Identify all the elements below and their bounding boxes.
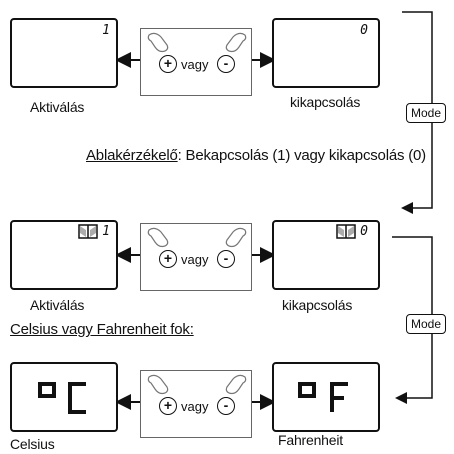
plus-button-icon: + <box>159 397 177 415</box>
lcd-panel-fahrenheit <box>272 362 380 432</box>
plus-button-icon: + <box>159 250 177 268</box>
lcd-digit-0-window: 0 <box>360 224 368 239</box>
lcd-panel-activate-1: 1 <box>10 18 118 88</box>
lcd-panel-deactivate-2: 0 <box>272 220 380 290</box>
lcd-digit-1-window: 1 <box>102 224 110 239</box>
lcd-panel-activate-2: 1 <box>10 220 118 290</box>
fahrenheit-symbol-icon <box>298 382 348 412</box>
section-heading-window-sensor: Ablakérzékelő: Bekapcsolás (1) vagy kika… <box>86 147 426 164</box>
celsius-symbol-icon <box>38 382 86 414</box>
window-icon <box>336 224 356 239</box>
hint-box-2: + vagy - <box>140 223 252 291</box>
mode-button-2[interactable]: Mode <box>406 314 447 334</box>
minus-button-icon: - <box>217 55 235 73</box>
window-sensor-heading: Ablakérzékelő <box>86 147 178 164</box>
hand-pointing-icon <box>147 32 247 53</box>
hand-pointing-icon <box>147 227 247 248</box>
or-text: vagy <box>181 399 209 414</box>
lcd-digit-0: 0 <box>360 23 368 38</box>
lcd-digit-1: 1 <box>102 23 110 38</box>
caption-fahrenheit: Fahrenheit <box>278 432 343 448</box>
or-text: vagy <box>181 252 209 267</box>
caption-celsius: Celsius <box>10 436 55 452</box>
section-heading-temperature-unit: Celsius vagy Fahrenheit fok: <box>10 321 194 338</box>
minus-button-icon: - <box>217 397 235 415</box>
or-text: vagy <box>181 57 209 72</box>
lcd-panel-deactivate-1: 0 <box>272 18 380 88</box>
caption-activate-2: Aktiválás <box>30 297 85 313</box>
window-icon <box>78 224 98 239</box>
hint-box-1: + vagy - <box>140 28 252 96</box>
caption-deactivate-1: kikapcsolás <box>290 94 361 110</box>
hand-pointing-icon <box>147 374 247 395</box>
plus-button-icon: + <box>159 55 177 73</box>
caption-activate-1: Aktiválás <box>30 99 85 115</box>
mode-button-1[interactable]: Mode <box>406 103 447 123</box>
lcd-panel-celsius <box>10 362 118 432</box>
caption-deactivate-2: kikapcsolás <box>282 297 353 313</box>
minus-button-icon: - <box>217 250 235 268</box>
hint-box-3: + vagy - <box>140 370 252 438</box>
window-sensor-description: : Bekapcsolás (1) vagy kikapcsolás (0) <box>177 147 427 164</box>
